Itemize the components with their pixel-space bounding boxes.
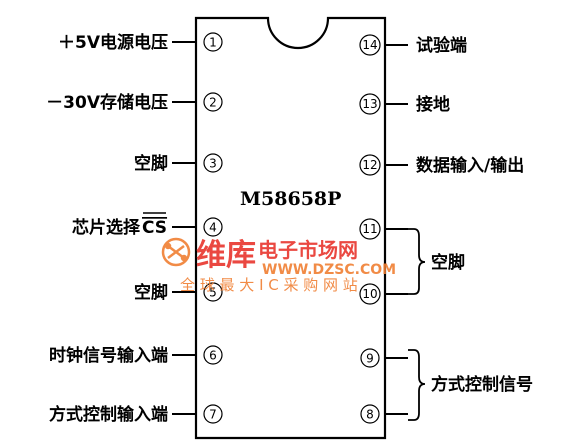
svg-text:9: 9 <box>366 352 374 366</box>
svg-text:1: 1 <box>209 36 217 50</box>
svg-text:4: 4 <box>209 221 217 235</box>
right-pin-14: 14 试验端 <box>359 34 467 56</box>
svg-text:14: 14 <box>362 38 377 52</box>
brace-pins-9-8 <box>408 349 426 421</box>
svg-text:5: 5 <box>209 286 217 300</box>
svg-text:7: 7 <box>209 408 217 422</box>
pin-label-4-cs: CS <box>142 218 167 238</box>
left-pin-6: 6 时钟信号输入端 <box>49 345 223 366</box>
pin-label-13: 接地 <box>416 94 450 115</box>
right-pin-9: 9 <box>360 348 408 368</box>
left-pin-5: 5 空脚 <box>134 282 223 303</box>
pin-label-5: 空脚 <box>134 282 168 303</box>
pin-label-6: 时钟信号输入端 <box>49 345 168 366</box>
left-pin-1: 1 ＋5V电源电压 <box>58 32 223 53</box>
group-label-9-8: 方式控制信号 <box>431 374 533 395</box>
svg-text:11: 11 <box>362 222 377 236</box>
watermark-brand: 维库 <box>196 238 256 273</box>
chip-name: M58658P <box>240 188 341 210</box>
watermark-logo-icon <box>161 237 191 267</box>
watermark-url: WWW.DZSC.COM <box>262 262 396 278</box>
left-pin-7: 7 方式控制输入端 <box>49 404 223 425</box>
svg-text:2: 2 <box>209 96 217 110</box>
pin-label-3: 空脚 <box>134 153 168 174</box>
svg-text:13: 13 <box>362 97 377 111</box>
watermark-slogan: 电子市场网 <box>258 238 358 262</box>
svg-text:8: 8 <box>366 408 374 422</box>
watermark-tagline: 全 球 最 大 I C 采 购 网 站 <box>180 276 358 294</box>
pin-label-14: 试验端 <box>416 35 467 56</box>
right-pin-11: 11 <box>359 218 408 240</box>
pin-label-1: ＋5V电源电压 <box>58 32 168 53</box>
right-pin-10: 10 <box>359 283 408 305</box>
svg-text:6: 6 <box>209 349 217 363</box>
left-pin-4: 4 芯片选择 CS <box>72 212 223 238</box>
watermark: 维库 电子市场网 WWW.DZSC.COM 全 球 最 大 I C 采 购 网 … <box>161 237 396 294</box>
brace-pins-11-10 <box>408 228 426 295</box>
left-pin-2: 2 －30V存储电压 <box>46 92 223 113</box>
pin-label-2: －30V存储电压 <box>46 92 168 113</box>
svg-text:3: 3 <box>209 157 217 171</box>
svg-text:10: 10 <box>362 287 377 301</box>
pin-label-4: 芯片选择 <box>72 217 141 238</box>
pin-label-12: 数据输入/输出 <box>416 155 524 176</box>
svg-text:12: 12 <box>362 158 377 172</box>
right-pin-13: 13 接地 <box>359 93 450 115</box>
group-label-11-10: 空脚 <box>431 252 465 273</box>
chip-body <box>194 16 387 440</box>
right-pin-8: 8 <box>360 404 408 424</box>
right-pin-12: 12 数据输入/输出 <box>359 154 524 176</box>
left-pin-3: 3 空脚 <box>134 153 223 174</box>
pin-label-7: 方式控制输入端 <box>49 404 168 425</box>
